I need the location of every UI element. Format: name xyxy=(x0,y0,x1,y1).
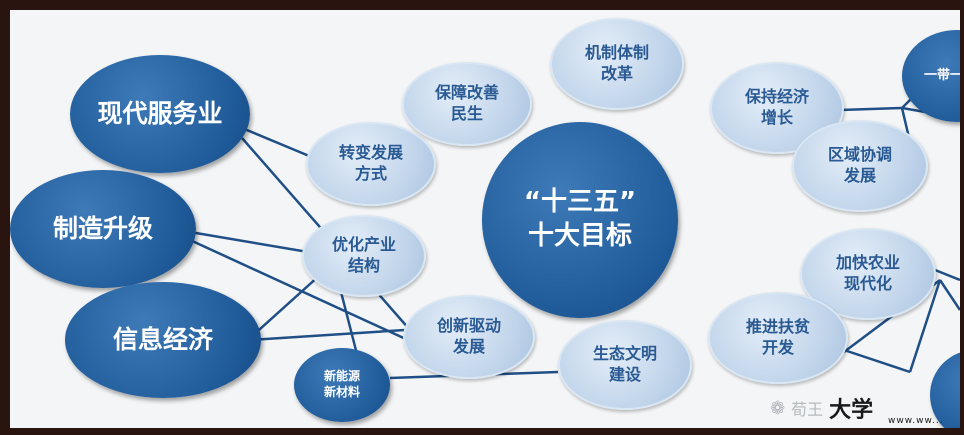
node-regional-coordination-label: 区域协调 发展 xyxy=(827,145,892,185)
node-manufacturing-upgrade-label: 制造升级 xyxy=(52,213,153,243)
node-new-energy-materials-label: 新能源 新材料 xyxy=(323,369,360,399)
link-poverty-tri-a xyxy=(843,348,911,374)
node-new-energy-materials: 新能源 新材料 xyxy=(294,348,390,422)
node-ensure-livelihood-label: 保障改善 民生 xyxy=(434,83,499,123)
link-growth-hub xyxy=(839,106,903,112)
watermark: ❁ 荀王 大学 www.ww... xyxy=(770,390,960,427)
node-regional-coordination: 区域协调 发展 xyxy=(792,120,928,212)
node-maintain-growth-label: 保持经济 增长 xyxy=(744,87,809,127)
node-modern-service-label: 现代服务业 xyxy=(97,98,223,128)
link-info-optimize xyxy=(249,274,321,339)
node-transform-development-label: 转变发展 方式 xyxy=(338,143,403,183)
node-info-economy: 信息经济 xyxy=(65,282,261,398)
watermark-url: www.ww... xyxy=(888,416,944,426)
node-optimize-industry: 优化产业 结构 xyxy=(302,215,426,297)
link-tri-d xyxy=(938,279,960,311)
node-agri-modernization-label: 加快农业 现代化 xyxy=(835,253,900,293)
watermark-brand: 大学 xyxy=(829,398,874,423)
link-manufacturing-innovation xyxy=(189,238,409,342)
link-tri-b xyxy=(908,279,942,373)
node-ensure-livelihood: 保障改善 民生 xyxy=(402,62,532,146)
link-info-innovation xyxy=(249,328,406,342)
watermark-account: 荀王 xyxy=(791,400,824,419)
node-ecological-civilization: 生态文明 建设 xyxy=(558,320,692,410)
node-modern-service: 现代服务业 xyxy=(70,55,250,173)
node-maintain-growth: 保持经济 增长 xyxy=(710,62,844,154)
wechat-icon: ❁ xyxy=(770,397,786,419)
node-innovation-driven-label: 创新驱动 发展 xyxy=(436,316,501,356)
diagram-canvas: “十三五” 十大目标 现代服务业 制造升级 信息经济 新能源 新材料 转变发展 … xyxy=(10,10,960,428)
node-top-right-partial-label: 一带一 xyxy=(924,67,960,83)
link-manufacturing-optimize xyxy=(189,230,309,254)
node-manufacturing-upgrade: 制造升级 xyxy=(10,170,196,288)
node-institutional-reform-label: 机制体制 改革 xyxy=(584,43,649,83)
node-innovation-driven: 创新驱动 发展 xyxy=(403,295,535,379)
link-service-transform xyxy=(241,126,315,160)
node-optimize-industry-label: 优化产业 结构 xyxy=(331,235,396,275)
node-poverty-alleviation-label: 推进扶贫 开发 xyxy=(745,317,810,357)
node-poverty-alleviation: 推进扶贫 开发 xyxy=(708,292,848,384)
node-ecological-civilization-label: 生态文明 建设 xyxy=(592,344,657,384)
node-info-economy-label: 信息经济 xyxy=(112,324,213,354)
center-node: “十三五” 十大目标 xyxy=(482,122,678,318)
center-label: “十三五” 十大目标 xyxy=(523,187,637,251)
node-transform-development: 转变发展 方式 xyxy=(306,122,436,206)
node-institutional-reform: 机制体制 改革 xyxy=(550,18,684,110)
